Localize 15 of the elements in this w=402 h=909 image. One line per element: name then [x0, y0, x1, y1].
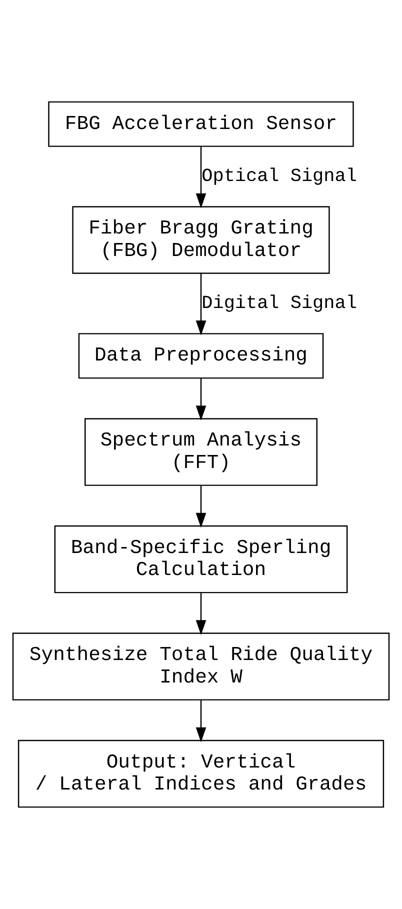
- node-box: Data Preprocessing: [78, 333, 324, 379]
- arrow: [196, 700, 206, 742]
- arrow: [196, 593, 206, 635]
- edge-label: Optical Signal: [202, 166, 357, 187]
- arrow: [196, 146, 206, 208]
- node-box: Output: Vertical / Lateral Indices and Grades: [18, 740, 384, 808]
- edge-label: Digital Signal: [202, 292, 357, 314]
- arrow: [196, 273, 206, 336]
- node-box: Spectrum Analysis (FFT): [84, 418, 318, 486]
- arrow: [196, 486, 206, 528]
- node-box: Band-Specific Sperling Calculation: [54, 525, 348, 594]
- node-box: FBG Acceleration Sensor: [48, 101, 354, 147]
- node-box: Synthesize Total Ride Quality Index W: [12, 632, 390, 700]
- arrow: [196, 378, 206, 420]
- node-box: Fiber Bragg Grating (FBG) Demodulator: [72, 206, 330, 274]
